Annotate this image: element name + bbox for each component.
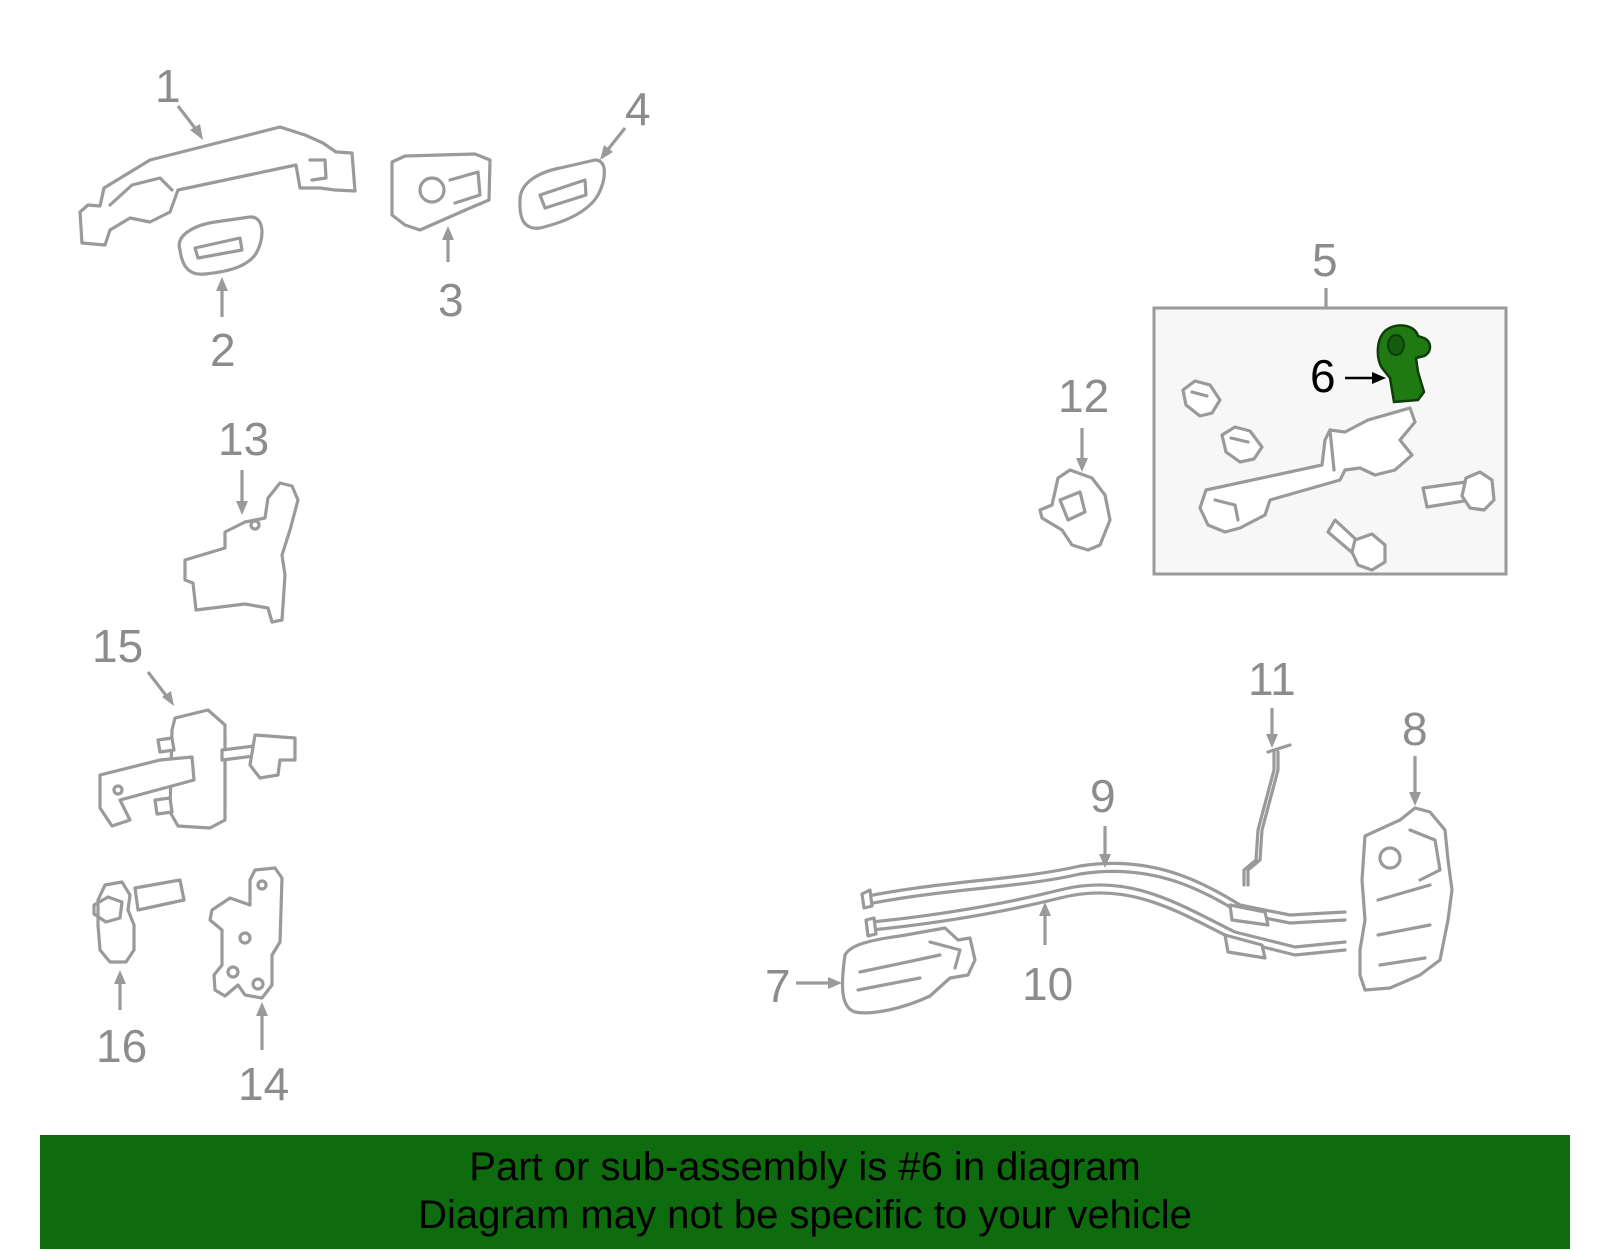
cable-end-fittings [1223,903,1270,960]
arrowhead-3 [442,226,454,240]
arrowhead-13 [236,501,248,515]
callout-5: 5 [1312,234,1338,286]
callout-7: 7 [765,960,791,1012]
arrowhead-14 [256,1002,268,1016]
part-15-door-check[interactable] [98,708,297,830]
part-1-outer-handle[interactable] [78,125,357,247]
part-3-handle-base[interactable] [390,152,492,232]
part-6-highlighted[interactable] [1376,324,1432,404]
banner-line-2: Diagram may not be specific to your vehi… [418,1193,1192,1237]
callout-3: 3 [438,274,464,326]
banner-line-1: Part or sub-assembly is #6 in diagram [469,1145,1141,1189]
arrowhead-12 [1076,458,1088,472]
callout-2: 2 [210,324,236,376]
leader-4 [604,127,627,153]
arrowhead-1 [190,124,203,140]
callout-16: 16 [96,1020,147,1072]
callout-8: 8 [1402,703,1428,755]
arrowhead-15 [162,691,174,706]
kit-bolt-a [1421,470,1496,512]
info-banner: Part or sub-assembly is #6 in diagram Di… [40,1135,1570,1249]
part-12-striker[interactable] [1038,468,1112,552]
callout-6: 6 [1310,350,1336,402]
kit-clip-a [1181,379,1222,418]
arrowhead-16 [114,970,126,984]
part-14-hinge-lower[interactable] [208,866,284,1000]
part-7-inside-handle[interactable] [840,926,977,1015]
part-11-lock-rod[interactable] [1242,743,1292,887]
kit-bracket [1198,406,1417,534]
kit-bolt-b [1326,518,1387,572]
callout-10: 10 [1022,958,1073,1010]
part-4-bezel-cover[interactable] [518,158,606,230]
kit-clip-b [1220,425,1264,464]
callout-12: 12 [1058,370,1109,422]
part-8-lock-actuator[interactable] [1358,806,1454,992]
part-10-cable[interactable] [864,883,1347,957]
arrowhead-2 [216,277,228,291]
part-16-hinge-bolt[interactable] [92,878,186,964]
arrowhead-11 [1266,734,1278,748]
callout-4: 4 [625,83,651,135]
callout-11: 11 [1248,653,1296,705]
arrowhead-8 [1409,792,1421,806]
callout-13: 13 [218,413,269,465]
callout-9: 9 [1090,770,1116,822]
callout-1: 1 [155,60,181,112]
arrowhead-6 [1372,372,1386,384]
part-2-handle-pad[interactable] [177,215,264,276]
part-13-hinge-upper[interactable] [183,481,300,624]
arrowhead-4 [600,145,613,160]
leader-15 [146,671,170,699]
callout-14: 14 [238,1058,289,1110]
arrowhead-10 [1039,902,1051,916]
arrowhead-7 [828,977,842,989]
part-9-cable[interactable] [860,861,1347,925]
arrowhead-9 [1099,854,1111,868]
callout-15: 15 [92,620,143,672]
